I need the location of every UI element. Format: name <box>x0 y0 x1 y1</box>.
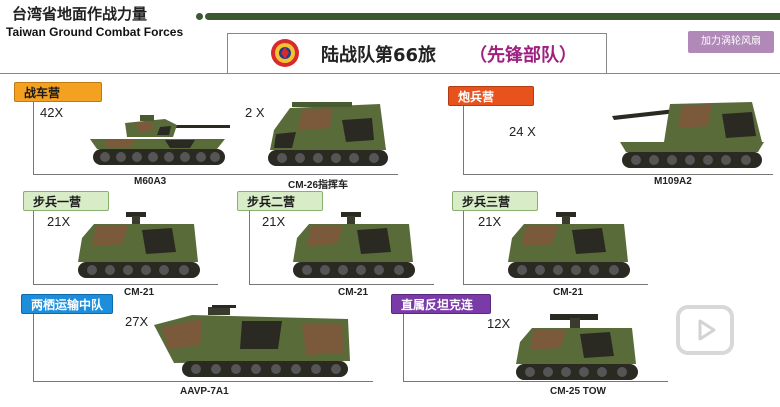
infantry2-bracket <box>249 207 434 285</box>
qty-cm21-3: 21X <box>478 214 502 229</box>
label-cm25: CM-25 TOW <box>550 386 606 397</box>
play-icon <box>698 319 716 341</box>
tag-tank-battalion: 战车营 <box>14 82 102 102</box>
antitank-bracket <box>403 310 668 382</box>
brigade-subtitle: （先锋部队） <box>469 45 577 66</box>
page-title: 台湾省地面作战力量 <box>12 5 148 23</box>
label-cm21-3: CM-21 <box>553 287 584 298</box>
cm21-apc-icon <box>78 212 200 278</box>
qty-m60a3: 42X <box>40 105 64 120</box>
cm26-command-vehicle-icon <box>268 102 388 166</box>
cm25-tow-icon <box>516 314 638 380</box>
label-cm21-1: CM-21 <box>124 287 155 298</box>
tag-antitank-company: 直属反坦克连 <box>391 294 491 314</box>
label-m60a3: M60A3 <box>134 176 167 187</box>
qty-aavp7a1: 27X <box>125 314 149 329</box>
qty-m109a2: 24 X <box>509 124 536 139</box>
qty-cm25: 12X <box>487 316 511 331</box>
label-aavp7a1: AAVP-7A1 <box>180 386 229 397</box>
qty-cm21-2: 21X <box>262 214 286 229</box>
infantry1-bracket <box>33 207 218 285</box>
amphibious-bracket <box>33 310 373 382</box>
top-stripe <box>205 13 780 20</box>
qty-cm26: 2 X <box>245 105 265 120</box>
page-title-english: Taiwan Ground Combat Forces <box>6 25 184 39</box>
cm21-apc-icon <box>293 212 415 278</box>
brigade-title: 陆战队第66旅 <box>321 45 437 66</box>
m60a3-tank-icon <box>90 115 230 165</box>
video-play-button[interactable] <box>676 305 734 355</box>
tag-amphibious-squadron: 两栖运输中队 <box>21 294 113 314</box>
label-cm26: CM-26指挥车 <box>288 180 349 191</box>
corner-button[interactable]: 加力涡轮风扇 <box>688 31 774 53</box>
tag-infantry-2: 步兵二营 <box>237 191 323 211</box>
stripe-dot <box>196 13 203 20</box>
aavp7a1-amphibious-icon <box>154 305 350 377</box>
tank-battalion-bracket <box>33 100 398 175</box>
cm21-apc-icon <box>508 212 630 278</box>
banner-divider <box>0 73 780 74</box>
artillery-bracket <box>463 100 773 175</box>
m109a2-howitzer-icon <box>612 102 764 168</box>
infantry3-bracket <box>463 207 648 285</box>
tag-infantry-1: 步兵一营 <box>23 191 109 211</box>
label-cm21-2: CM-21 <box>338 287 369 298</box>
brigade-banner <box>227 33 607 73</box>
qty-cm21-1: 21X <box>47 214 71 229</box>
tag-infantry-3: 步兵三营 <box>452 191 538 211</box>
tag-artillery-battalion: 炮兵营 <box>448 86 534 106</box>
marine-emblem-icon <box>271 39 299 67</box>
label-m109a2: M109A2 <box>654 176 692 187</box>
